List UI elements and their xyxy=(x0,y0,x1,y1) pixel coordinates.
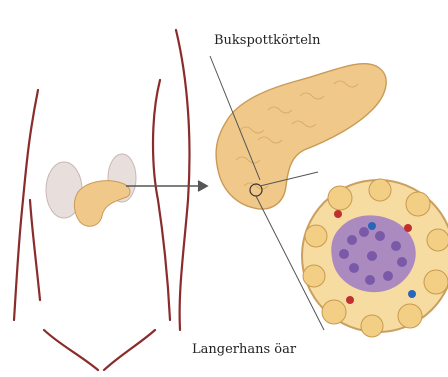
pancreas-label: Bukspottkörteln xyxy=(214,33,320,48)
zoom-arrow xyxy=(126,181,207,191)
magnified-view xyxy=(302,179,448,337)
body-right-contour-outer xyxy=(176,30,190,330)
small-pancreas xyxy=(74,181,130,227)
pelvis-line-right xyxy=(104,330,155,370)
islets-label: Langerhans öar xyxy=(192,342,296,357)
body-left-contour xyxy=(14,90,38,320)
body-right-contour-inner xyxy=(153,80,170,320)
pelvis-line-left xyxy=(44,330,98,370)
body-left-contour-inner xyxy=(30,200,40,300)
